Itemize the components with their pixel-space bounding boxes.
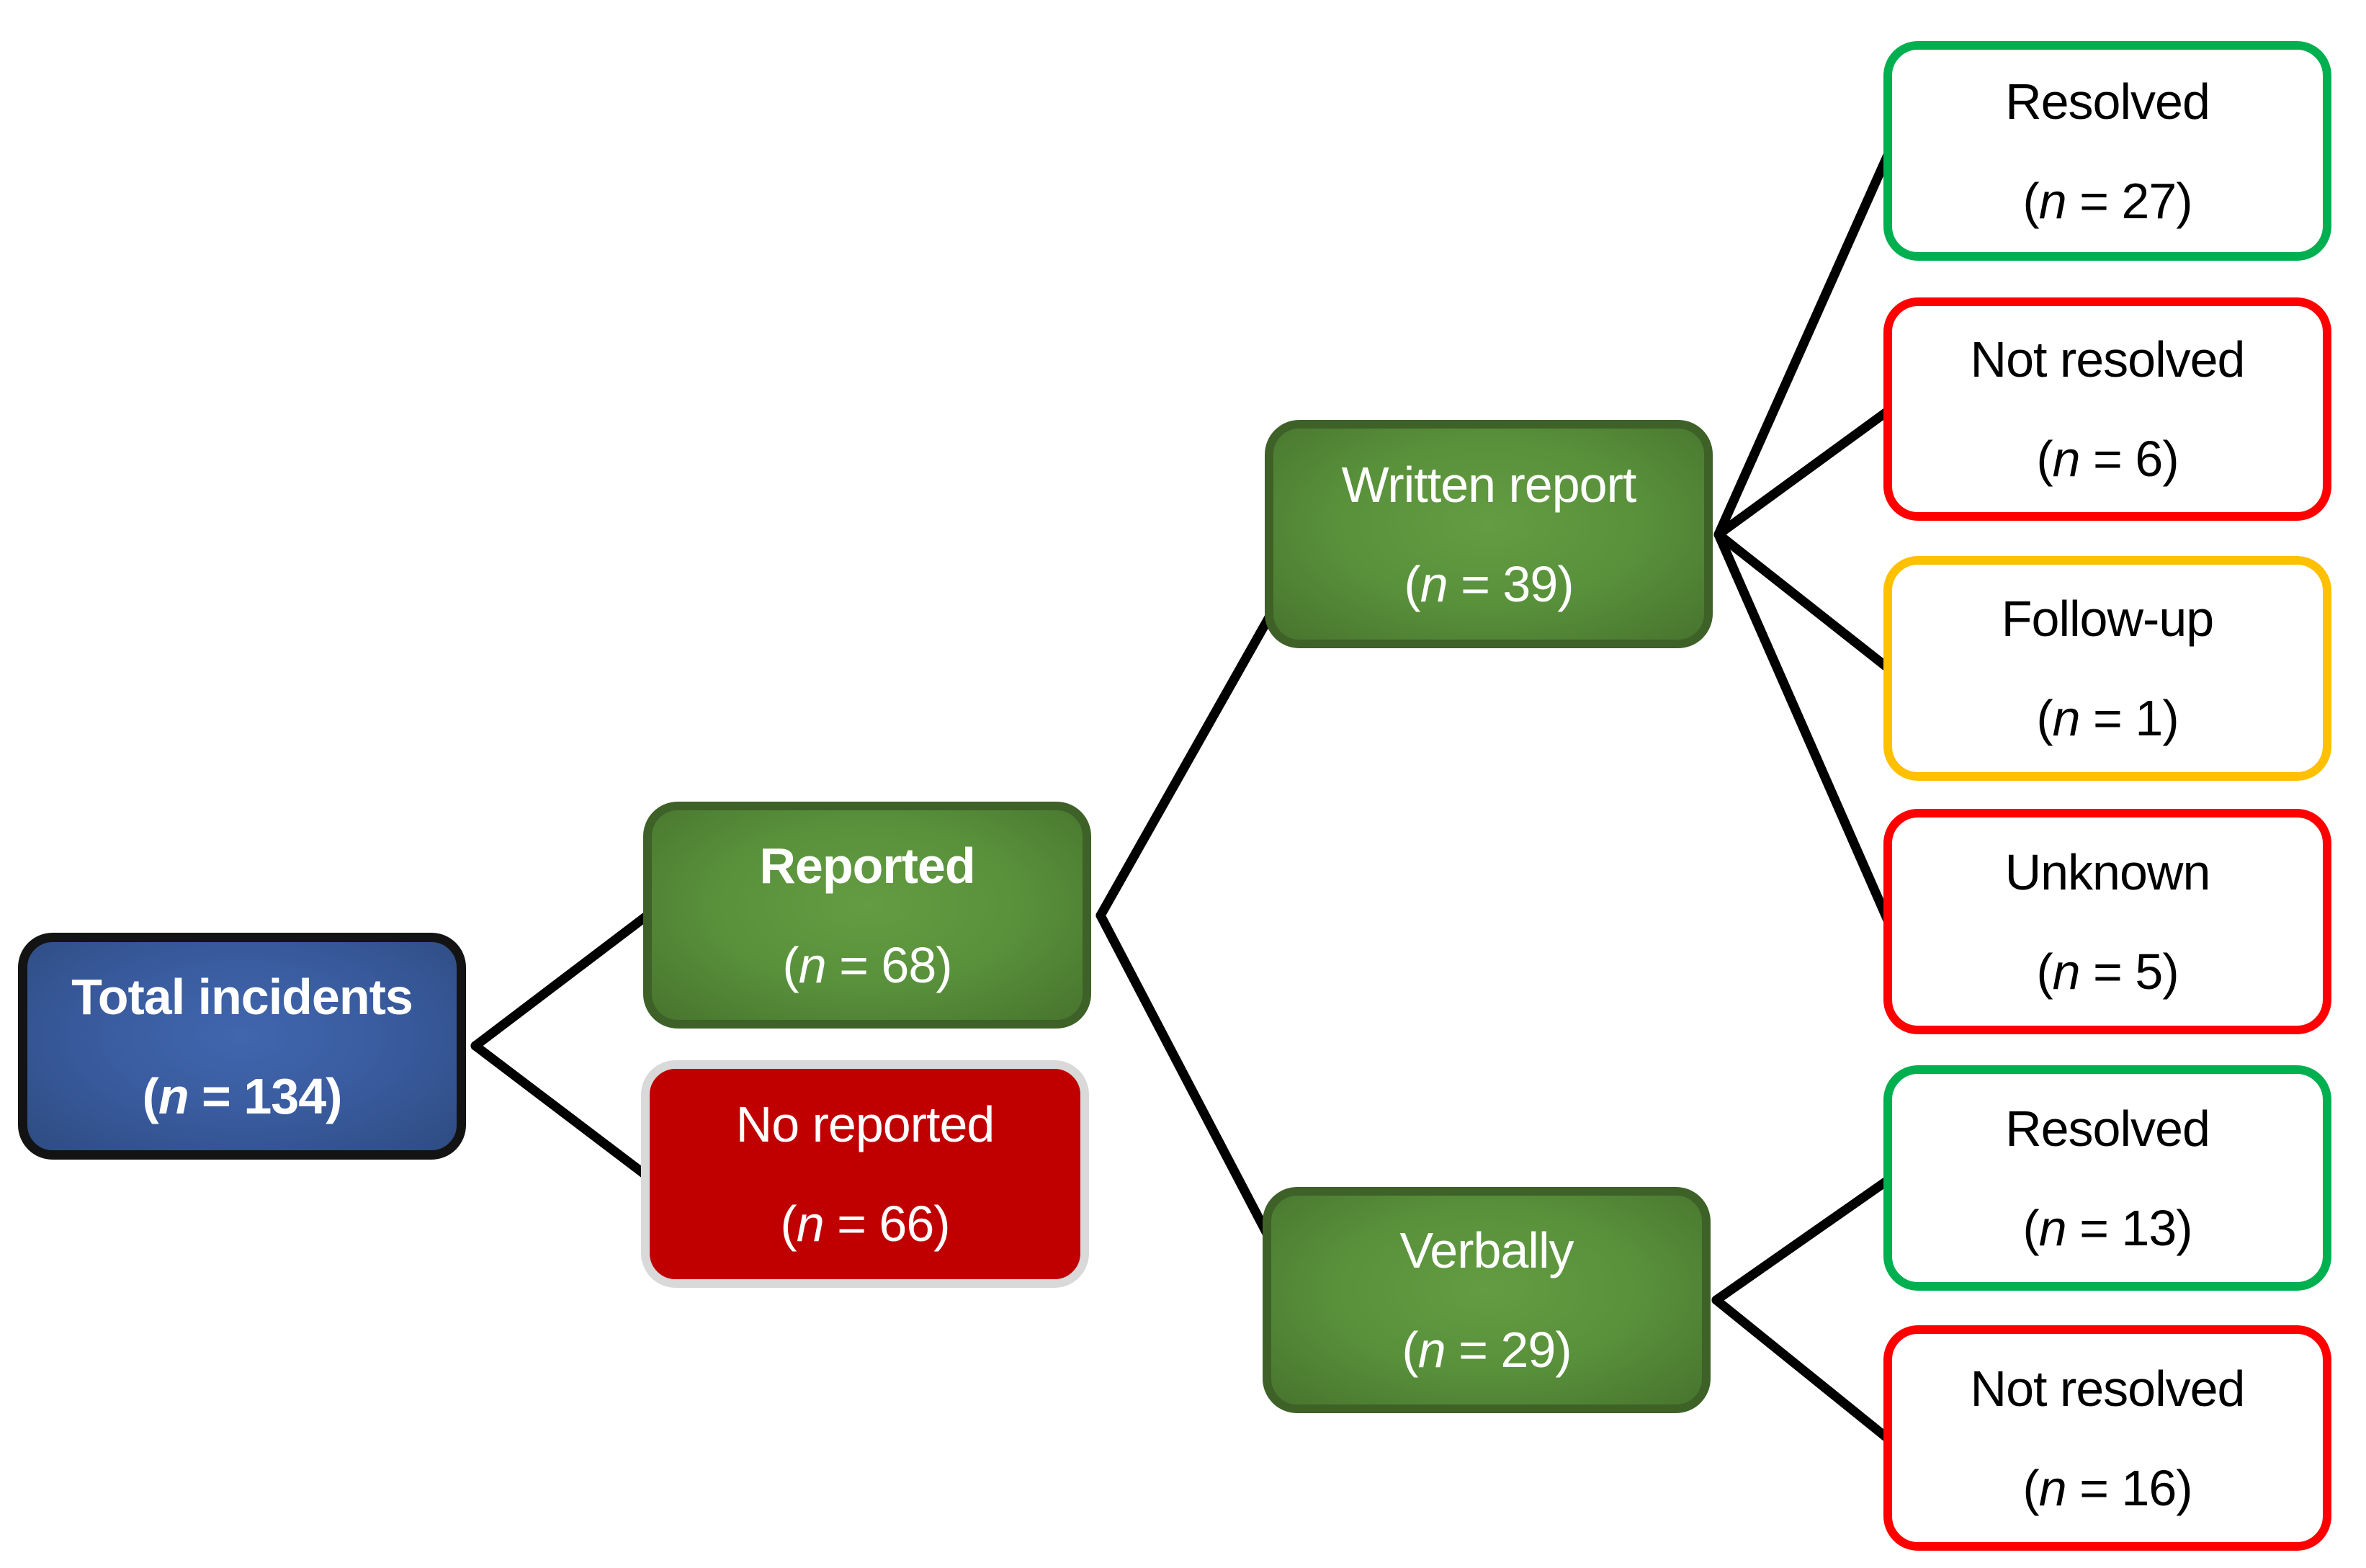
node-verbally-not-resolved-count: (n = 16): [2022, 1459, 2192, 1516]
node-total-incidents-label: Total incidents: [71, 968, 413, 1025]
node-verbally-resolved-label: Resolved: [2005, 1100, 2210, 1157]
node-verbally-resolved-count: (n = 13): [2022, 1199, 2192, 1256]
node-written-follow-up-label: Follow-up: [2001, 591, 2214, 647]
node-written-not-resolved-count: (n = 6): [2036, 431, 2179, 487]
edge-total-reported: [470, 910, 653, 1051]
edge-written-not-resolved: [1713, 406, 1894, 539]
node-written-unknown-count: (n = 5): [2036, 943, 2179, 1000]
node-written-unknown-label: Unknown: [2004, 843, 2211, 900]
node-written-unknown: Unknown (n = 5): [1883, 809, 2331, 1034]
edge-written-unknown: [1713, 529, 1894, 927]
node-written-follow-up-count: (n = 1): [2036, 690, 2179, 746]
node-written-not-resolved-label: Not resolved: [1970, 331, 2246, 387]
node-verbally-not-resolved: Not resolved (n = 16): [1883, 1325, 2331, 1551]
node-verbally-resolved: Resolved (n = 13): [1883, 1065, 2331, 1291]
node-written-follow-up: Follow-up (n = 1): [1883, 556, 2331, 781]
node-reported-label: Reported: [759, 837, 975, 894]
edge-written-follow-up: [1713, 529, 1894, 673]
node-written-not-resolved: Not resolved (n = 6): [1883, 297, 2331, 521]
edge-verbally-not-resolved: [1711, 1295, 1894, 1444]
node-verbally-not-resolved-label: Not resolved: [1970, 1360, 2246, 1417]
edge-reported-verbally: [1095, 910, 1277, 1248]
node-total-incidents-count: (n = 134): [142, 1067, 343, 1124]
edge-written-resolved: [1713, 148, 1894, 539]
node-verbally: Verbally (n = 29): [1263, 1187, 1711, 1413]
node-reported: Reported (n = 68): [643, 802, 1091, 1029]
edge-total-no-reported: [470, 1041, 653, 1182]
node-reported-count: (n = 68): [782, 936, 952, 993]
node-written-resolved-count: (n = 27): [2022, 172, 2192, 229]
node-written-report-label: Written report: [1341, 456, 1637, 513]
node-total-incidents: Total incidents (n = 134): [18, 933, 466, 1160]
node-written-report: Written report (n = 39): [1265, 420, 1713, 648]
edge-verbally-resolved: [1711, 1175, 1894, 1305]
node-written-resolved: Resolved (n = 27): [1883, 41, 2331, 261]
node-no-reported: No reported (n = 66): [641, 1060, 1089, 1288]
node-no-reported-count: (n = 66): [780, 1196, 950, 1252]
node-verbally-label: Verbally: [1399, 1222, 1574, 1278]
node-verbally-count: (n = 29): [1402, 1322, 1572, 1378]
node-written-report-count: (n = 39): [1404, 555, 1574, 612]
edge-reported-written: [1095, 607, 1277, 920]
node-written-resolved-label: Resolved: [2005, 73, 2210, 130]
node-no-reported-label: No reported: [735, 1096, 995, 1152]
